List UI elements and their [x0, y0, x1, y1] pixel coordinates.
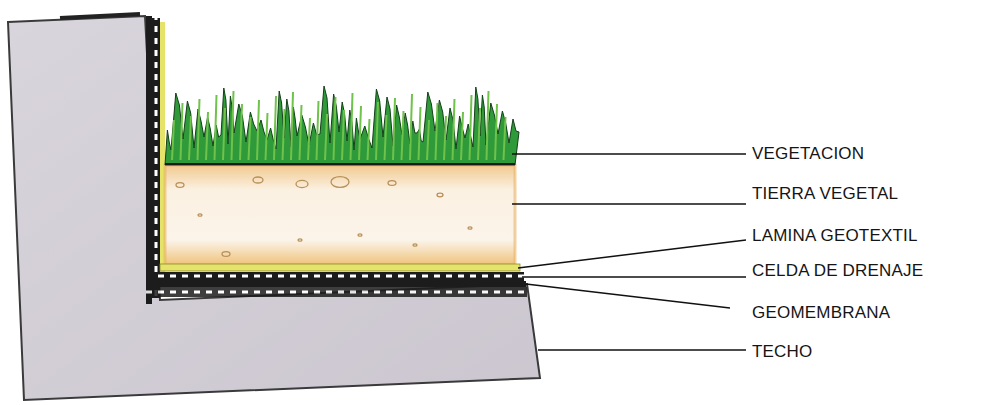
- geotextile-layer: [160, 264, 520, 271]
- soil-layer: [165, 165, 515, 265]
- layer-label: GEOMEMBRANA: [752, 303, 890, 323]
- leader-lines: [512, 154, 746, 350]
- geomembrane-wall: [146, 16, 152, 304]
- drainage-cell-layer: [152, 272, 524, 281]
- layer-label: TIERRA VEGETAL: [752, 184, 898, 204]
- drainage-cell-wall: [152, 18, 160, 298]
- layer-label: CELDA DE DRENAJE: [752, 261, 923, 281]
- roof-slab: [8, 16, 540, 400]
- soil-pebbles: [176, 177, 472, 257]
- geomembrane-layer: [146, 281, 526, 287]
- wall-cap: [60, 14, 140, 18]
- layer-label: LAMINA GEOTEXTIL: [752, 226, 918, 246]
- vegetation: [165, 86, 519, 165]
- layer-label: VEGETACION: [752, 144, 864, 164]
- layer-label: TECHO: [752, 342, 813, 362]
